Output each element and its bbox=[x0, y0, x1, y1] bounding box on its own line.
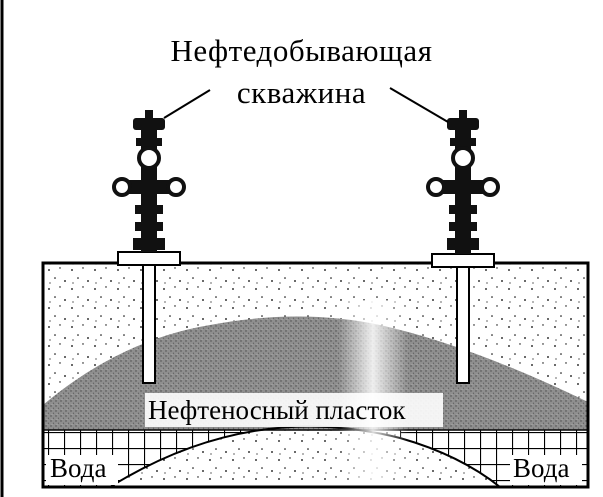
title-line-1: Нефтедобывающая bbox=[170, 33, 433, 68]
water-right-label: Вода bbox=[513, 453, 569, 483]
well-right bbox=[426, 110, 500, 384]
title-line-2: скважина bbox=[236, 75, 367, 110]
oil-layer-label: Нефтеносный пласток bbox=[148, 395, 406, 425]
water-left-label: Вода bbox=[50, 453, 106, 483]
ground-block bbox=[41, 261, 590, 490]
leader-line-left bbox=[163, 89, 211, 119]
leader-line-right bbox=[389, 87, 449, 123]
well-left bbox=[112, 110, 186, 384]
